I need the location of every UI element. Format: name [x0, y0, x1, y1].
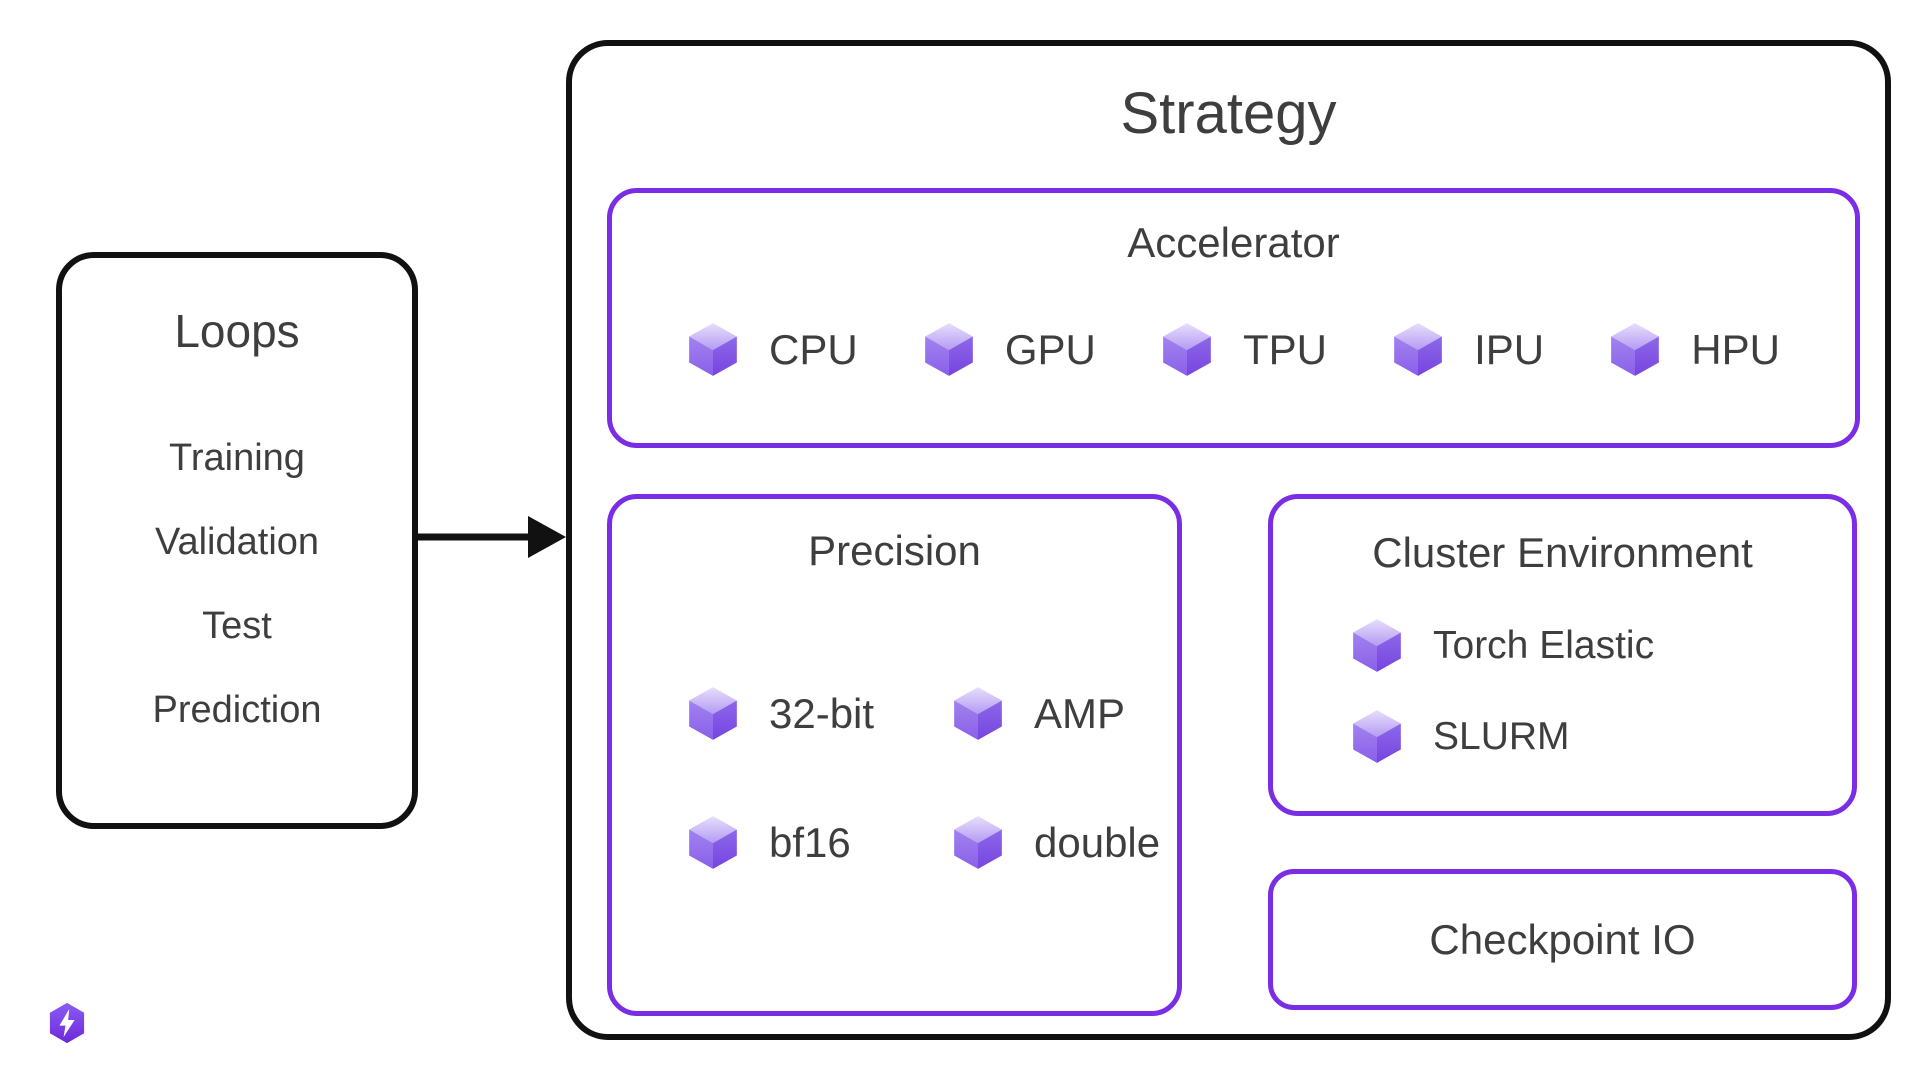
checkpoint-io-title: Checkpoint IO: [1429, 915, 1696, 963]
accelerator-item-label: TPU: [1242, 325, 1327, 373]
cluster-item-label: Torch Elastic: [1433, 623, 1655, 667]
accelerator-item-list: CPU GPU TPU IPU HPU: [612, 321, 1855, 378]
accelerator-item-label: CPU: [769, 325, 858, 373]
cube-icon: [1163, 323, 1211, 376]
loops-item-list: Training Validation Test Prediction: [62, 436, 412, 732]
cluster-item-torch-elastic: Torch Elastic: [1351, 617, 1852, 674]
loops-title: Loops: [174, 305, 300, 357]
precision-item-list: 32-bit AMP bf16 double: [612, 685, 1177, 871]
cluster-item-label: SLURM: [1433, 714, 1570, 758]
accelerator-item-label: IPU: [1474, 325, 1545, 373]
cube-icon: [1353, 619, 1401, 672]
cluster-environment-box: Cluster Environment Torch Elastic SLURM: [1268, 494, 1857, 816]
accelerator-item-gpu: GPU: [923, 321, 1096, 378]
accelerator-item-ipu: IPU: [1392, 321, 1544, 378]
accelerator-item-cpu: CPU: [687, 321, 858, 378]
precision-box: Precision 32-bit AMP bf16 double: [607, 494, 1182, 1016]
lightning-logo: [49, 1002, 85, 1044]
precision-item-bf16: bf16: [687, 814, 952, 871]
cube-icon: [689, 323, 737, 376]
cube-icon: [1394, 323, 1442, 376]
loop-item-training: Training: [169, 437, 305, 479]
cube-icon: [1353, 710, 1401, 763]
loop-item-test: Test: [202, 605, 272, 647]
accelerator-item-hpu: HPU: [1609, 321, 1780, 378]
cube-icon: [689, 816, 737, 869]
accelerator-title: Accelerator: [1127, 219, 1340, 266]
checkpoint-io-box: Checkpoint IO: [1268, 869, 1857, 1010]
cube-icon: [1611, 323, 1660, 376]
accelerator-box: Accelerator CPU GPU TPU IPU: [607, 188, 1860, 448]
cube-icon: [924, 323, 973, 376]
accelerator-item-label: HPU: [1691, 325, 1780, 373]
strategy-box: Strategy Accelerator CPU GPU TPU: [566, 40, 1891, 1040]
loops-box: Loops Training Validation Test Predictio…: [56, 252, 418, 829]
precision-item-label: bf16: [769, 818, 851, 866]
precision-item-32bit: 32-bit: [687, 685, 952, 742]
strategy-title: Strategy: [1120, 81, 1337, 146]
cube-icon: [954, 687, 1002, 740]
accelerator-item-label: GPU: [1004, 325, 1096, 373]
precision-item-amp: AMP: [952, 685, 1177, 742]
cube-icon: [954, 816, 1002, 869]
cluster-environment-item-list: Torch Elastic SLURM: [1273, 617, 1852, 765]
accelerator-item-tpu: TPU: [1161, 321, 1327, 378]
loop-item-prediction: Prediction: [152, 689, 322, 731]
precision-item-label: AMP: [1034, 689, 1126, 737]
loop-item-validation: Validation: [154, 521, 320, 563]
precision-title: Precision: [808, 527, 981, 574]
cluster-environment-title: Cluster Environment: [1372, 529, 1753, 576]
precision-item-double: double: [952, 814, 1177, 871]
precision-item-label: 32-bit: [769, 689, 875, 737]
arrow-right-icon: [418, 516, 566, 558]
precision-item-label: double: [1034, 818, 1161, 866]
cluster-item-slurm: SLURM: [1351, 708, 1852, 765]
cube-icon: [689, 687, 737, 740]
